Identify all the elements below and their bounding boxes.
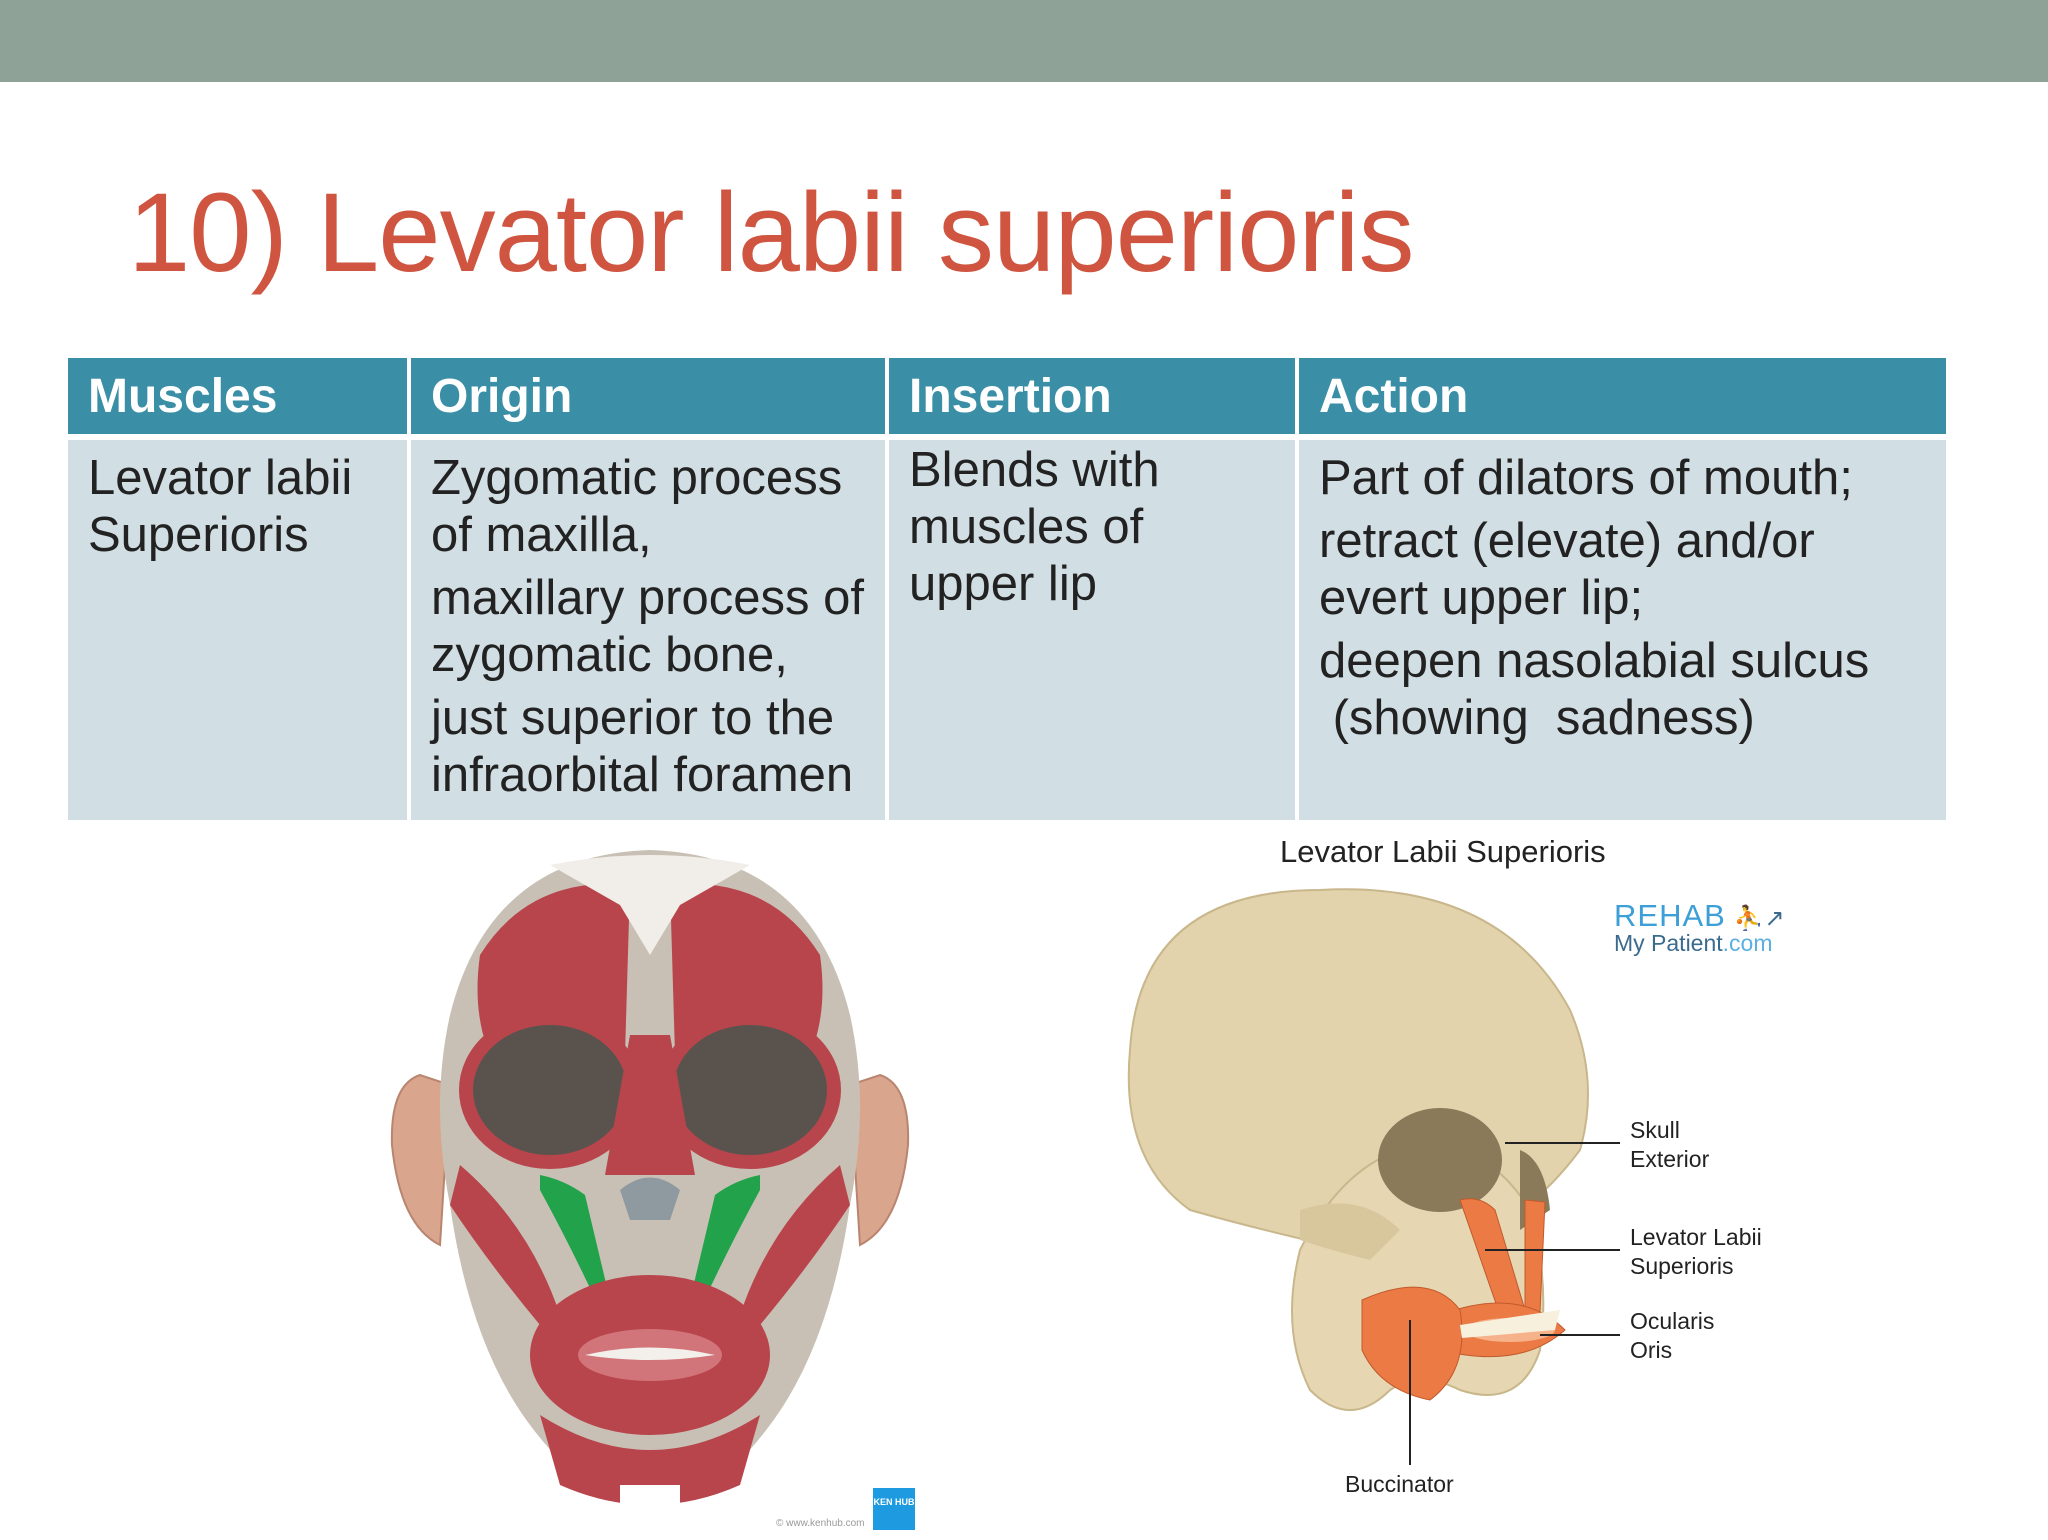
skull-illustration <box>1127 888 1620 1465</box>
rehab-my-patient-logo: REHAB ⛹↗ My Patient.com <box>1614 898 1785 957</box>
kenhub-url: © www.kenhub.com <box>776 1518 865 1529</box>
header-insertion: Insertion <box>887 358 1299 440</box>
origin-line: of maxilla, <box>431 508 652 562</box>
action-line: deepen nasolabial sulcus <box>1319 634 1870 688</box>
figure-icon: ⛹↗ <box>1725 905 1786 932</box>
header-action: Action <box>1297 358 1946 440</box>
callout-line: Superioris <box>1630 1253 1734 1279</box>
brand-top: REHAB ⛹↗ <box>1614 898 1785 934</box>
insertion-line: muscles of <box>909 500 1144 554</box>
muscle-line: Superioris <box>88 508 309 562</box>
brand-domain: .com <box>1722 930 1773 956</box>
callout-line: Skull <box>1630 1117 1680 1143</box>
action-line: Part of dilators of mouth; <box>1319 451 1853 505</box>
kenhub-logo: KEN HUB <box>873 1488 915 1530</box>
callout-line: Oris <box>1630 1337 1673 1363</box>
insertion-line: upper lip <box>909 557 1097 611</box>
brand-top-text: REHAB <box>1614 898 1726 933</box>
origin-line: infraorbital foramen <box>431 748 854 802</box>
callout-line: Exterior <box>1630 1146 1710 1172</box>
cell-muscle: Levator labii Superioris <box>68 437 411 820</box>
origin-line: Zygomatic process <box>431 451 843 505</box>
muscle-line: Levator labii <box>88 451 353 505</box>
top-band <box>0 0 2048 82</box>
action-line: retract (elevate) and/or <box>1319 514 1815 568</box>
brand-bottom-text: My Patient <box>1614 930 1723 956</box>
table-header-row: Muscles Origin Insertion Action <box>68 358 1946 440</box>
skull-lateral-image: Skull Exterior Levator Labii Superioris … <box>1100 830 1980 1530</box>
cell-origin: Zygomatic process of maxilla, maxillary … <box>409 437 889 820</box>
facial-muscles-illustration <box>390 850 910 1535</box>
callout-line: Ocularis <box>1630 1308 1715 1334</box>
figure-caption: Levator Labii Superioris <box>1280 834 1606 869</box>
origin-line: zygomatic bone, <box>431 628 788 682</box>
action-line: (showing sadness) <box>1319 691 1755 745</box>
origin-line: just superior to the <box>431 691 835 745</box>
slide-title: 10) Levator labii superioris <box>128 170 1415 295</box>
origin-line: maxillary process of <box>431 571 864 625</box>
brand-bottom: My Patient.com <box>1614 930 1785 957</box>
header-muscles: Muscles <box>68 358 411 440</box>
cell-insertion: Blends with muscles of upper lip <box>887 437 1299 820</box>
callout-levator-labii: Levator Labii Superioris <box>1630 1223 1762 1281</box>
callout-line: Levator Labii <box>1630 1224 1762 1250</box>
action-line: evert upper lip; <box>1319 571 1644 625</box>
cell-action: Part of dilators of mouth; retract (elev… <box>1297 437 1946 820</box>
callout-skull: Skull Exterior <box>1630 1116 1709 1174</box>
callout-ocularis-oris: Ocularis Oris <box>1630 1307 1714 1365</box>
callout-buccinator: Buccinator <box>1345 1471 1454 1497</box>
facial-muscles-anterior-image: KEN HUB © www.kenhub.com <box>380 845 920 1535</box>
table-row: Levator labii Superioris Zygomatic proce… <box>68 437 1946 820</box>
insertion-line: Blends with <box>909 443 1160 497</box>
header-origin: Origin <box>409 358 889 440</box>
muscle-table: Muscles Origin Insertion Action Levator … <box>68 358 1946 820</box>
